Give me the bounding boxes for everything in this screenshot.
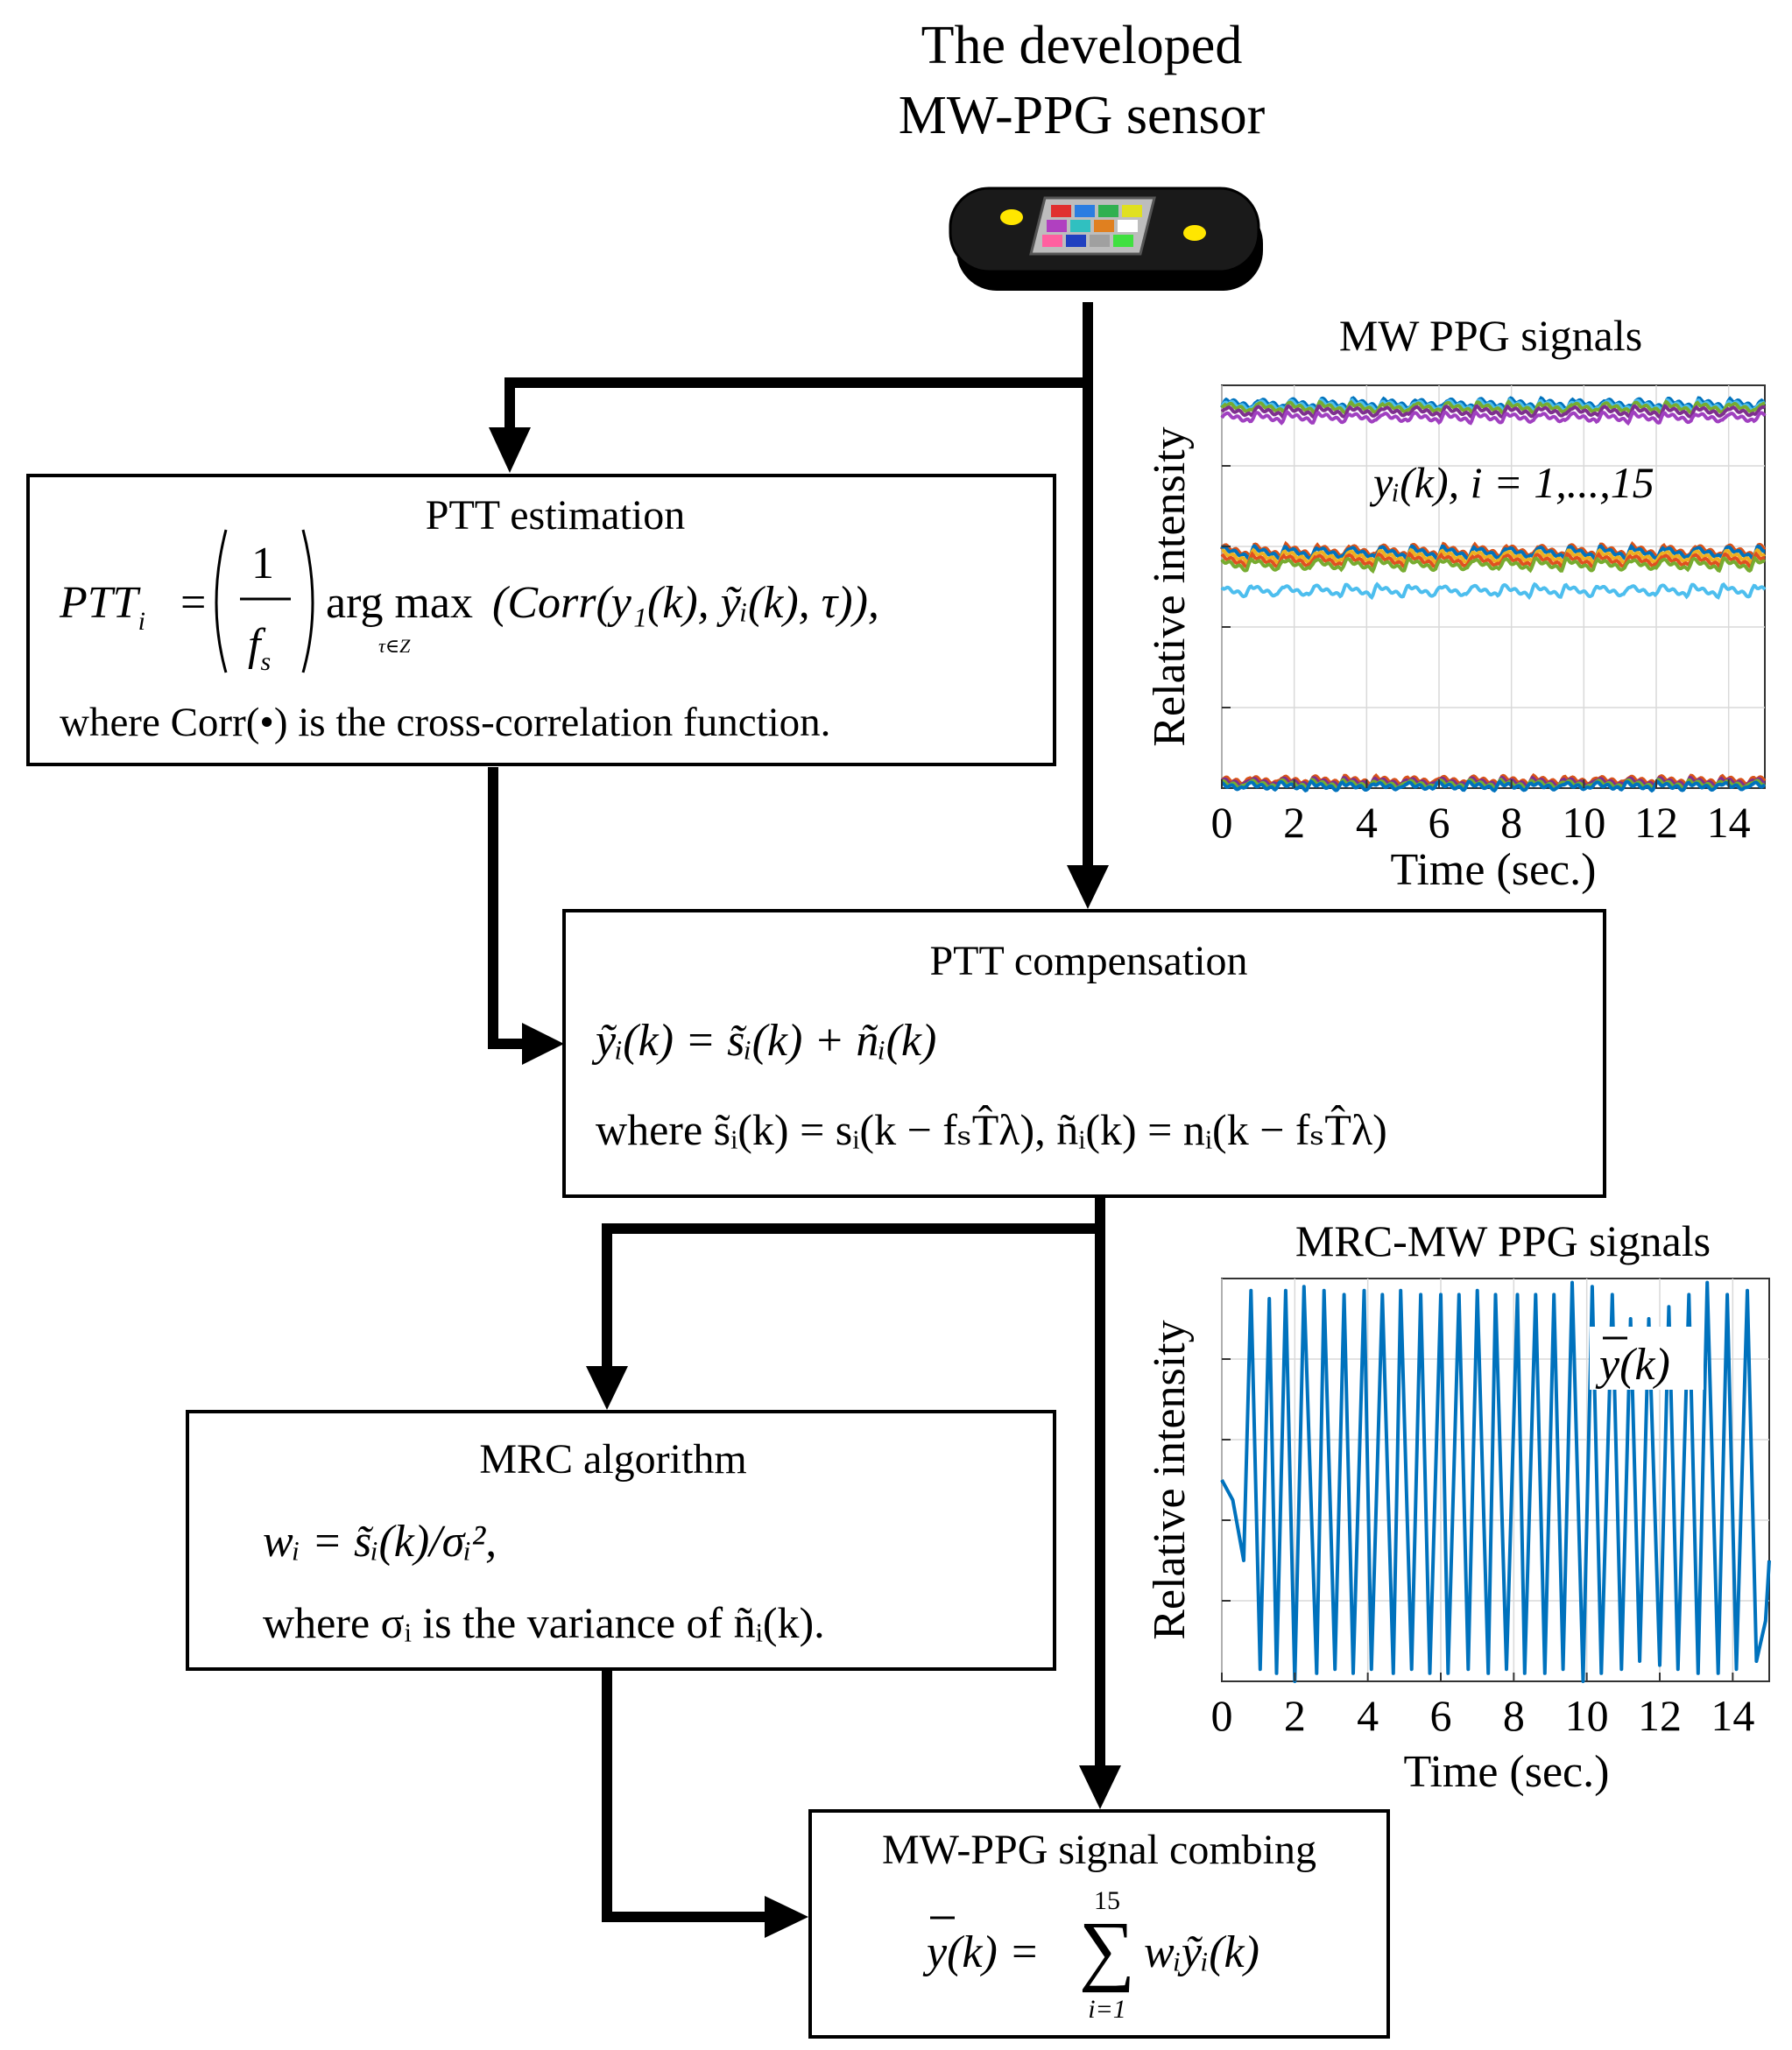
chart2-tick-label: 10 bbox=[1565, 1691, 1609, 1740]
chart2-tick-label: 0 bbox=[1211, 1691, 1233, 1740]
ptt-estimation-equation-body: (Corr(y₁(k), ỹᵢ(k), τ)), bbox=[492, 578, 879, 628]
mrc-algorithm-title: MRC algorithm bbox=[479, 1436, 746, 1483]
chart2-xlabel: Time (sec.) bbox=[1404, 1747, 1610, 1797]
chart1-tick-label: 4 bbox=[1356, 798, 1378, 847]
combining-lhs: y(k) = bbox=[922, 1927, 1040, 1977]
ptt-estimation-lhs: PTTi bbox=[59, 578, 145, 636]
connector-compensation-to-mrc bbox=[602, 1196, 1105, 1368]
chart1-plot-area bbox=[1221, 384, 1766, 789]
arrowhead-ptt-compensation-left bbox=[522, 1023, 564, 1065]
connector-mrc-to-combining bbox=[602, 1671, 768, 1922]
mrc-algorithm-eq2: where σᵢ is the variance of ñᵢ(k). bbox=[263, 1598, 825, 1647]
chart2-tick-label: 12 bbox=[1638, 1691, 1682, 1740]
chart1-series-line bbox=[1220, 404, 1767, 419]
connector-ptt-estimation-to-compensation bbox=[488, 767, 526, 1049]
combining-title: MW-PPG signal combing bbox=[882, 1827, 1316, 1873]
sensor-chip-cell bbox=[1098, 205, 1118, 217]
chart-mw-ppg-signals: MW PPG signals yᵢ(k), i = 1,...,15 0 2 4 6 8… bbox=[1145, 311, 1767, 895]
arrowhead-combining-top bbox=[1079, 1765, 1121, 1809]
sensor-chip-cell bbox=[1075, 205, 1095, 217]
ptt-estimation-paren-right bbox=[301, 529, 314, 673]
chart1-series-line bbox=[1220, 581, 1767, 601]
chart1-xticks: 0 2 4 6 8 10 12 14 bbox=[1211, 465, 1751, 847]
ptt-estimation-equals: = bbox=[180, 578, 206, 628]
chart1-tick-label: 0 bbox=[1211, 798, 1233, 847]
chart-mrc-mw-ppg-signals: MRC-MW PPG signals y(k) 0 2 4 6 8 10 12 14 Time… bbox=[1145, 1216, 1771, 1797]
chart1-annotation: yᵢ(k), i = 1,...,15 bbox=[1369, 458, 1654, 507]
sensor-title-line1: The developed bbox=[921, 16, 1243, 75]
chart1-tick-label: 8 bbox=[1500, 798, 1522, 847]
chart2-tick-label: 4 bbox=[1357, 1691, 1379, 1740]
chart1-series-line bbox=[1220, 555, 1767, 574]
chart1-series-line bbox=[1220, 409, 1767, 426]
ptt-compensation-title: PTT compensation bbox=[929, 938, 1247, 984]
chart1-series-line bbox=[1221, 778, 1767, 793]
sensor-chip-cell bbox=[1118, 220, 1138, 232]
mrc-algorithm-eq1: wᵢ = s̃ᵢ(k)/σᵢ², bbox=[263, 1517, 497, 1567]
chart2-series-line bbox=[1220, 1280, 1771, 1683]
ppg-sensor-device bbox=[949, 187, 1263, 291]
ptt-estimation-argmax-sub: τ∈Z bbox=[378, 635, 411, 657]
ptt-compensation-eq1: ỹᵢ(k) = s̃ᵢ(k) + ñᵢ(k) bbox=[591, 1016, 936, 1066]
sensor-chip-cell bbox=[1122, 205, 1142, 217]
sensor-chip-cell bbox=[1047, 220, 1067, 232]
chart2-tick-label: 6 bbox=[1430, 1691, 1452, 1740]
chart2-annotation: y(k) bbox=[1595, 1340, 1670, 1390]
sensor-chip-cell bbox=[1042, 235, 1062, 247]
chart1-grid bbox=[1221, 385, 1765, 788]
chart1-title: MW PPG signals bbox=[1339, 311, 1642, 360]
chart2-tick-label: 14 bbox=[1711, 1691, 1754, 1740]
chart1-series-line bbox=[1220, 398, 1766, 415]
chart1-tick-label: 2 bbox=[1283, 798, 1305, 847]
arrowhead-mrc bbox=[586, 1366, 628, 1410]
sensor-led-right bbox=[1183, 225, 1206, 241]
chart1-series-line bbox=[1221, 547, 1767, 567]
ptt-estimation-box: PTT estimation PTTi = 1 fs arg max τ∈Z (… bbox=[26, 474, 1056, 766]
combining-sum-bottom: i=1 bbox=[1088, 1995, 1126, 2024]
arrowhead-combining-left bbox=[765, 1896, 808, 1938]
chart1-xlabel: Time (sec.) bbox=[1391, 845, 1597, 895]
sensor-title-line2: MW-PPG sensor bbox=[899, 86, 1266, 145]
ptt-estimation-argmax: arg max bbox=[326, 578, 473, 628]
ptt-estimation-title: PTT estimation bbox=[426, 492, 685, 539]
sensor-chip-cell bbox=[1070, 220, 1090, 232]
arrowhead-ptt-compensation-top bbox=[1067, 865, 1109, 909]
connector-sensor-to-ptt-estimation bbox=[504, 302, 1093, 429]
chart1-series-line bbox=[1220, 551, 1766, 570]
combining-rhs: wᵢỹᵢ(k) bbox=[1144, 1927, 1259, 1977]
sensor-chip-cell bbox=[1094, 220, 1114, 232]
ptt-estimation-frac-num: 1 bbox=[251, 539, 274, 588]
sensor-chip-cell bbox=[1113, 235, 1133, 247]
chart2-xticks: 0 2 4 6 8 10 12 14 bbox=[1211, 1358, 1754, 1740]
sensor-led-left bbox=[1000, 209, 1023, 225]
ptt-estimation-paren-left bbox=[215, 529, 228, 673]
flow-connectors bbox=[488, 302, 1121, 1938]
chart1-series bbox=[1220, 396, 1767, 793]
ptt-estimation-note: where Corr(•) is the cross-correlation f… bbox=[60, 700, 830, 745]
combining-sum-top: 15 bbox=[1094, 1886, 1120, 1915]
ptt-compensation-box: PTT compensation ỹᵢ(k) = s̃ᵢ(k) + ñᵢ(k) … bbox=[562, 909, 1606, 1198]
ptt-compensation-eq2: where s̃ᵢ(k) = sᵢ(k − fₛT̂λ), ñᵢ(k) = nᵢ… bbox=[596, 1104, 1387, 1154]
chart2-tick-label: 8 bbox=[1503, 1691, 1525, 1740]
chart2-ylabel: Relative intensity bbox=[1145, 1320, 1195, 1639]
chart1-ylabel: Relative intensity bbox=[1145, 426, 1195, 746]
arrowhead-ptt-estimation bbox=[489, 427, 531, 473]
chart1-tick-label: 10 bbox=[1562, 798, 1605, 847]
sensor-chip-cell bbox=[1051, 205, 1071, 217]
chart1-tick-label: 12 bbox=[1634, 798, 1678, 847]
chart2-title: MRC-MW PPG signals bbox=[1295, 1216, 1711, 1265]
chart1-tick-label: 6 bbox=[1429, 798, 1450, 847]
sensor-chip-cell bbox=[1090, 235, 1110, 247]
chart2-tick-label: 2 bbox=[1284, 1691, 1306, 1740]
combining-sum-symbol: ∑ bbox=[1079, 1906, 1135, 1993]
chart1-tick-label: 14 bbox=[1707, 798, 1751, 847]
chart2-series bbox=[1220, 1280, 1771, 1683]
combining-box: MW-PPG signal combing y(k) = 15 ∑ i=1 wᵢ… bbox=[808, 1809, 1390, 2039]
sensor-chip-cell bbox=[1066, 235, 1086, 247]
mrc-algorithm-box: MRC algorithm wᵢ = s̃ᵢ(k)/σᵢ², where σᵢ … bbox=[186, 1410, 1056, 1671]
